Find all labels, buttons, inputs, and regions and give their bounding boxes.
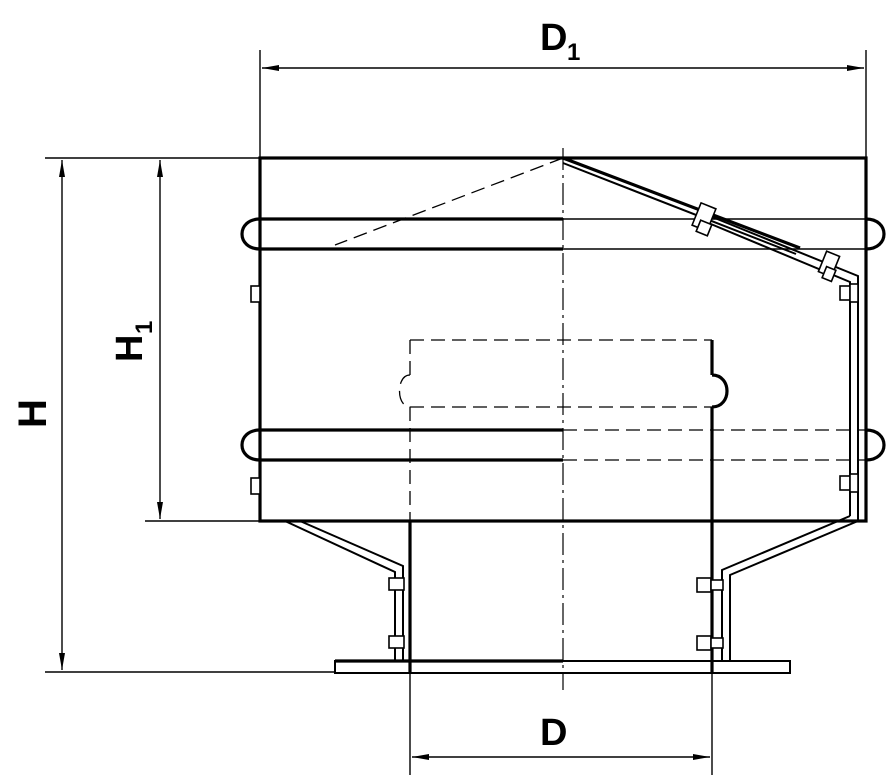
dimension-d: D xyxy=(409,672,713,775)
h1-subscript: 1 xyxy=(131,321,158,334)
conical-cap xyxy=(250,156,859,521)
base-flange xyxy=(334,659,791,674)
h-label: H xyxy=(11,399,55,428)
d-label: D xyxy=(540,712,567,754)
inner-pipe xyxy=(398,339,729,672)
d1-label: D xyxy=(540,17,567,59)
right-lower-bracket xyxy=(696,515,859,661)
left-lower-bracket xyxy=(284,520,405,661)
dimension-d1: D 1 xyxy=(259,17,867,158)
dimension-h1: H 1 xyxy=(109,160,260,522)
h1-label: H xyxy=(109,335,151,362)
d1-subscript: 1 xyxy=(567,39,580,66)
dimension-h: H xyxy=(11,157,335,673)
